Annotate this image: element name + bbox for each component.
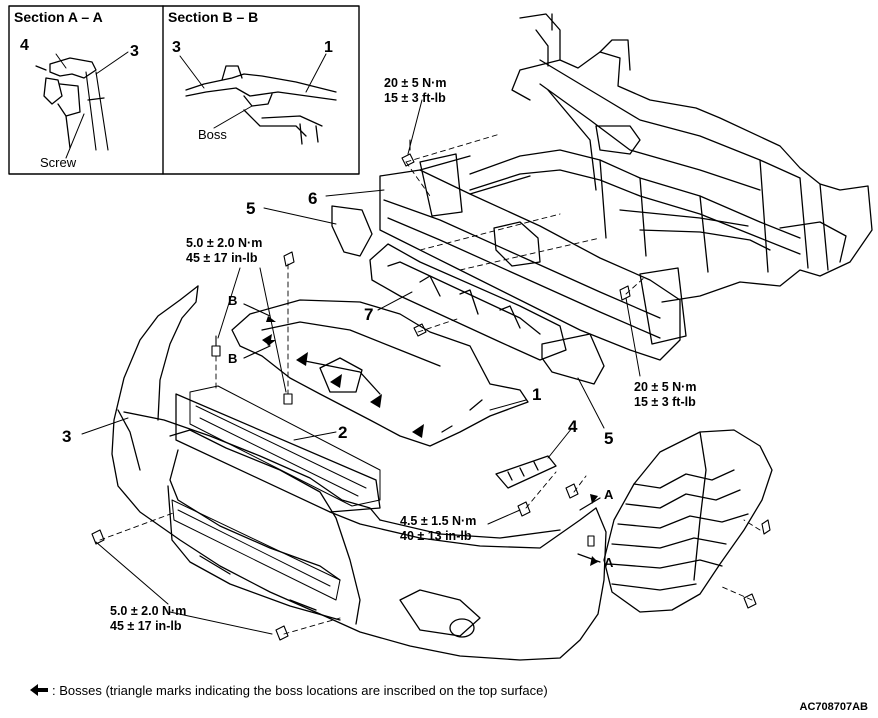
grille-insert (171, 385, 381, 601)
section-marker-b-lower: B (228, 351, 238, 366)
section-a-callout-3: 3 (130, 43, 139, 60)
side-bracket (495, 455, 557, 489)
bumper-reinforcement (379, 153, 687, 361)
callout-3: 3 (62, 427, 72, 446)
fender-liner (603, 429, 773, 613)
bolts (91, 139, 771, 641)
torque-spec-mid-right: 20 ± 5 N·m 15 ± 3 ft-lb (634, 380, 697, 409)
torque-spec-center: 4.5 ± 1.5 N·m 40 ± 13 in-lb (400, 514, 477, 543)
torque-spec-bottom-left: 5.0 ± 2.0 N·m 45 ± 17 in-lb (110, 604, 187, 633)
section-a-sketch (35, 51, 129, 159)
alignment-lines (99, 133, 761, 635)
radiator-support-frame (469, 13, 873, 303)
boss-arrows (262, 316, 598, 566)
upper-shield (231, 299, 529, 447)
boss-legend: : Bosses (triangle marks indicating the … (52, 683, 548, 698)
bumper-cover (111, 285, 607, 661)
grille-brace (369, 243, 567, 361)
figure-code: AC708707AB (799, 701, 868, 713)
section-b-callout-1: 1 (324, 39, 333, 56)
energy-absorber-right (541, 333, 605, 385)
torque-spec-top-right: 20 ± 5 N·m 15 ± 3 ft-lb (384, 76, 447, 105)
energy-absorber-left (331, 205, 373, 257)
callout-1: 1 (532, 385, 542, 404)
section-a-title: Section A – A (14, 9, 103, 25)
callout-5-left: 5 (246, 199, 256, 218)
callout-2: 2 (338, 423, 348, 442)
boss-label: Boss (198, 127, 227, 142)
callout-5-right: 5 (604, 429, 614, 448)
section-marker-b-upper: B (228, 293, 238, 308)
callout-6: 6 (308, 189, 318, 208)
torque-spec-mid-left: 5.0 ± 2.0 N·m 45 ± 17 in-lb (186, 236, 263, 265)
boss-legend-text: : Bosses (triangle marks indicating the … (52, 683, 548, 698)
section-b-callout-3: 3 (172, 39, 181, 56)
screw-label: Screw (40, 155, 77, 170)
callout-4: 4 (568, 417, 578, 436)
leader-lines (81, 99, 641, 635)
section-b-title: Section B – B (168, 9, 259, 25)
section-b-sketch (179, 53, 337, 145)
legend-arrow (30, 684, 48, 696)
section-inset-frame (8, 5, 360, 175)
section-a-callout-4: 4 (20, 37, 29, 54)
callout-7: 7 (364, 305, 374, 324)
section-marker-a-lower: A (604, 555, 614, 570)
section-marker-a-upper: A (604, 487, 614, 502)
